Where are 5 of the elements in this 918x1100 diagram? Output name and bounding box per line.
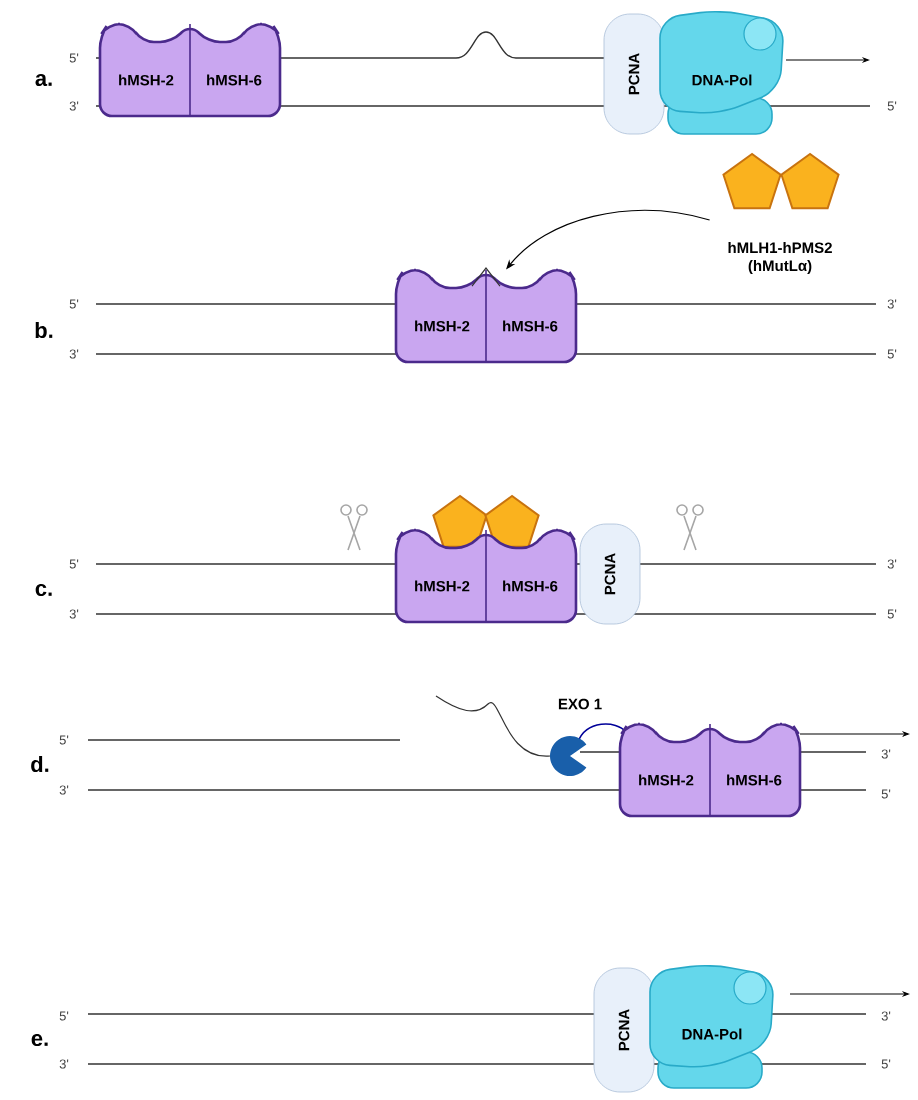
- panel-letter: d.: [31, 755, 49, 773]
- panel-letter: e.: [31, 1034, 48, 1047]
- panel-letter: b.: [35, 321, 53, 339]
- panel-letter: c.: [35, 584, 52, 597]
- panel-letter: a.: [35, 74, 52, 87]
